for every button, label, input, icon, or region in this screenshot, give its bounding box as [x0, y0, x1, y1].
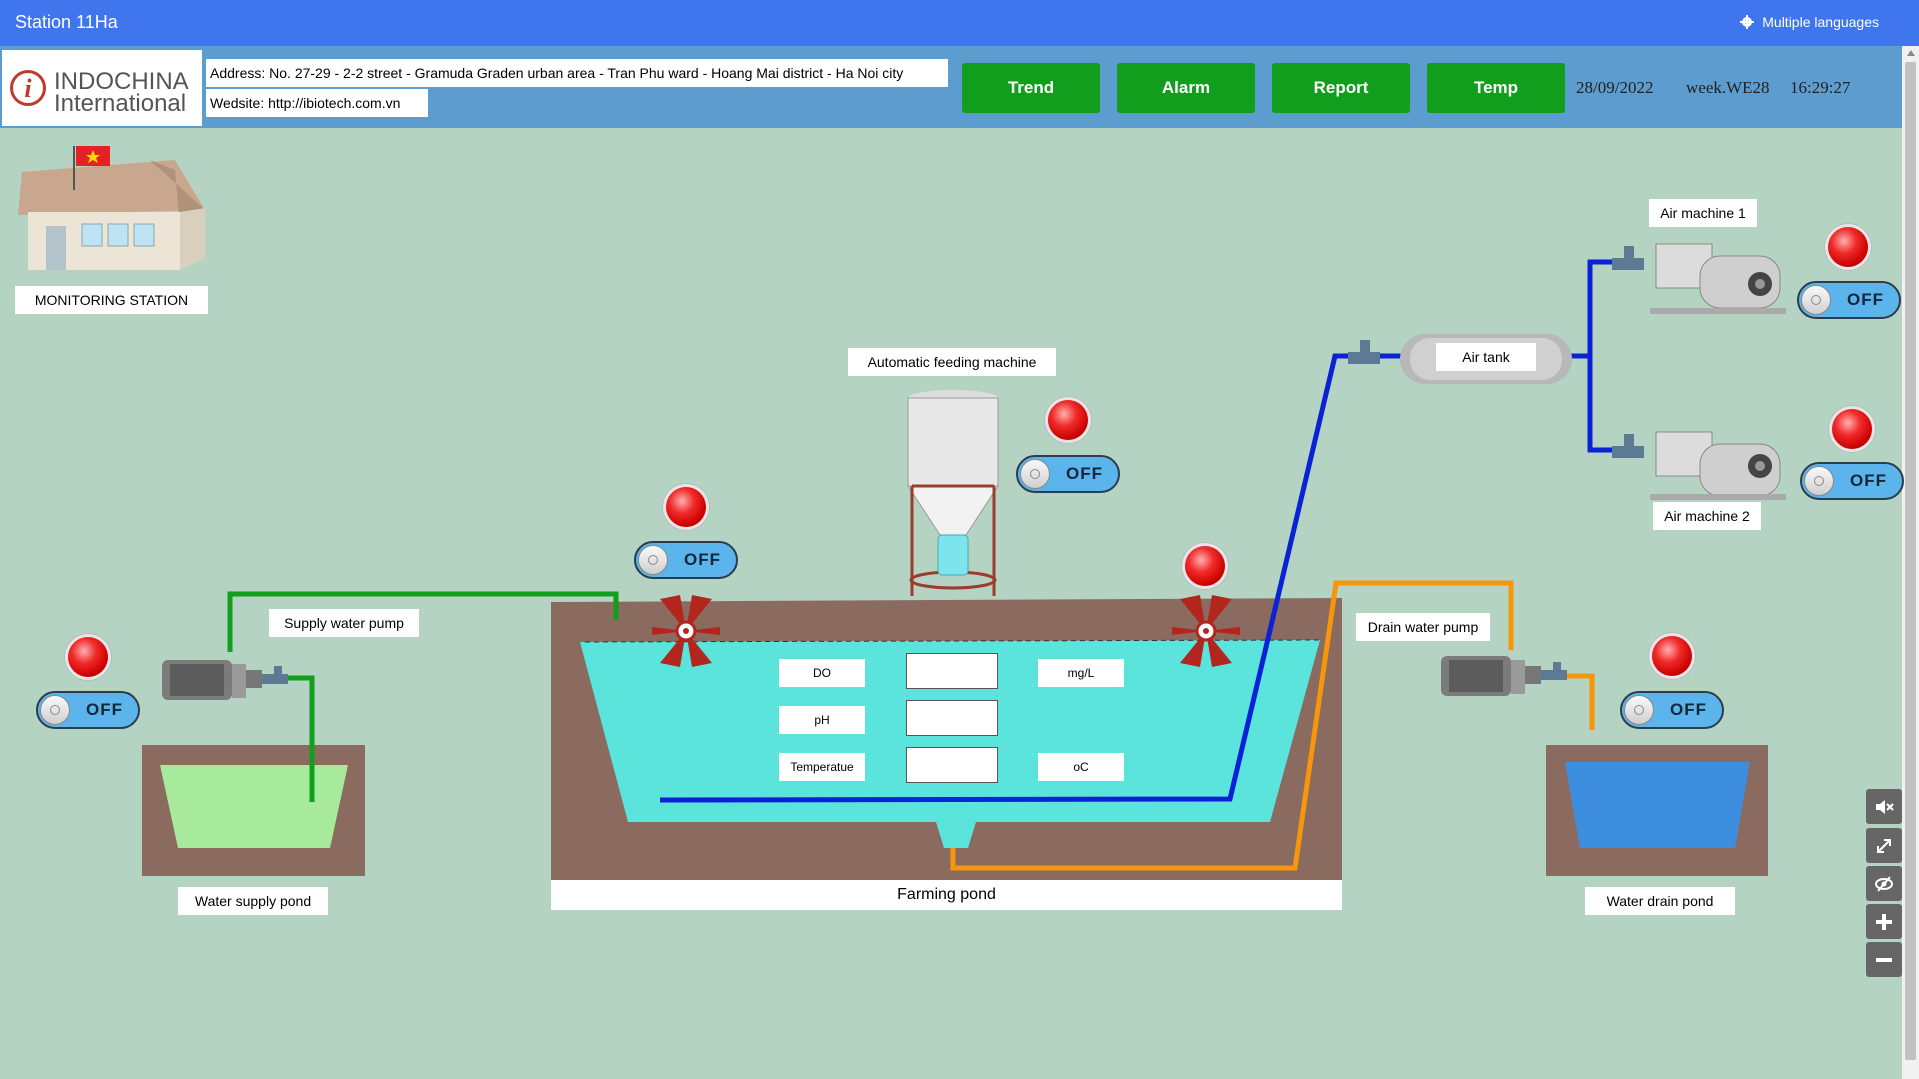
minus-icon — [1876, 958, 1892, 962]
drain-pump-switch[interactable]: OFF — [1620, 691, 1724, 729]
mute-icon — [1876, 800, 1894, 814]
temperature-unit-label: oC — [1038, 753, 1124, 781]
drain-pump-switch-state: OFF — [1670, 700, 1707, 719]
farming-pond-graphic — [551, 598, 1342, 880]
scroll-up-icon[interactable] — [1907, 50, 1915, 56]
air-machine-1-icon — [1612, 243, 1786, 314]
website-text: Wedsite: http://ibiotech.com.vn — [206, 89, 428, 117]
feeder-status-lamp — [1048, 400, 1088, 440]
vertical-scrollbar[interactable] — [1902, 46, 1919, 1079]
fullscreen-button[interactable] — [1866, 828, 1902, 863]
air-machine-2-label: Air machine 2 — [1653, 502, 1761, 530]
eye-icon — [1875, 876, 1893, 892]
switch-knob — [40, 695, 70, 725]
feeding-machine-label: Automatic feeding machine — [848, 348, 1056, 376]
language-label: Multiple languages — [1762, 14, 1879, 30]
switch-knob — [638, 545, 668, 575]
aerator-switch-state: OFF — [684, 550, 721, 569]
switch-knob — [1804, 466, 1834, 496]
aerator-switch[interactable]: OFF — [634, 541, 738, 579]
station-house-icon — [18, 146, 205, 270]
drain-pump-icon — [1441, 656, 1567, 696]
do-unit-label: mg/L — [1038, 659, 1124, 687]
logo-text-line2: International — [54, 90, 187, 117]
expand-icon — [1877, 839, 1891, 853]
air-branch-pipe-2 — [1587, 356, 1640, 453]
supply-pump-label: Supply water pump — [269, 609, 419, 637]
date-display: 28/09/2022 — [1576, 78, 1654, 97]
address-text: Address: No. 27-29 - 2-2 street - Gramud… — [206, 59, 948, 87]
company-logo: i INDOCHINA International — [2, 50, 202, 126]
air-machine-2-switch[interactable]: OFF — [1800, 462, 1904, 500]
switch-knob — [1801, 285, 1831, 315]
feeder-switch-state: OFF — [1066, 464, 1103, 483]
air-tank-valve-icon — [1348, 340, 1380, 364]
drain-pump-label: Drain water pump — [1356, 613, 1490, 641]
drain-pond-label: Water drain pond — [1585, 887, 1735, 915]
report-button[interactable]: Report — [1272, 63, 1410, 113]
switch-knob — [1624, 695, 1654, 725]
alarm-button[interactable]: Alarm — [1117, 63, 1255, 113]
station-title: Station 11Ha — [15, 12, 118, 32]
air-machine-1-status-lamp — [1828, 227, 1868, 267]
temp-button[interactable]: Temp — [1427, 63, 1565, 113]
air-machine-2-switch-state: OFF — [1850, 471, 1887, 490]
drain-pipe-outlet — [1540, 673, 1595, 730]
scrollbar-thumb[interactable] — [1905, 62, 1916, 1060]
aerator-status-lamp — [666, 487, 706, 527]
water-drain-pond-graphic — [1546, 745, 1768, 876]
supply-pump-status-lamp — [68, 637, 108, 677]
mute-button[interactable] — [1866, 789, 1902, 824]
ph-label: pH — [779, 706, 865, 734]
aerator-right-status-lamp — [1185, 546, 1225, 586]
temperature-label: Temperatue — [779, 753, 865, 781]
supply-pump-switch-state: OFF — [86, 700, 123, 719]
zoom-out-button[interactable] — [1866, 942, 1902, 977]
supply-pipe-outlet — [262, 675, 315, 802]
week-display: week.WE28 — [1686, 78, 1770, 97]
aerator-left-icon — [652, 595, 720, 667]
air-machine-1-switch[interactable]: OFF — [1797, 281, 1901, 319]
ph-value-box — [906, 700, 998, 736]
supply-pump-icon — [162, 660, 288, 700]
air-machine-1-switch-state: OFF — [1847, 290, 1884, 309]
drain-pump-status-lamp — [1652, 636, 1692, 676]
info-logo-icon: i — [10, 70, 46, 106]
feeding-silo-icon — [907, 390, 999, 596]
supply-pond-label: Water supply pond — [178, 887, 328, 915]
switch-knob — [1020, 459, 1050, 489]
farming-pond-label: Farming pond — [551, 880, 1342, 910]
language-selector[interactable]: Multiple languages — [1740, 14, 1879, 30]
do-label: DO — [779, 659, 865, 687]
air-machine-2-status-lamp — [1832, 409, 1872, 449]
plus-icon — [1876, 914, 1892, 930]
temperature-value-box — [906, 747, 998, 783]
zoom-in-button[interactable] — [1866, 904, 1902, 939]
logo-text-line1: INDOCHINA — [54, 68, 189, 95]
air-tank-label: Air tank — [1436, 343, 1536, 371]
visibility-button[interactable] — [1866, 866, 1902, 901]
do-value-box — [906, 653, 998, 689]
air-branch-pipe — [1570, 259, 1640, 359]
aerator-right-icon — [1172, 595, 1240, 667]
water-supply-pond-graphic — [142, 745, 365, 876]
gear-icon — [1740, 15, 1755, 29]
time-display: 16:29:27 — [1790, 78, 1851, 97]
app-title-bar: Station 11Ha Multiple languages — [0, 0, 1919, 46]
trend-button[interactable]: Trend — [962, 63, 1100, 113]
monitoring-station-label: MONITORING STATION — [15, 286, 208, 314]
air-pipe — [659, 353, 1405, 803]
air-machine-1-label: Air machine 1 — [1649, 199, 1757, 227]
air-machine-2-icon — [1612, 431, 1786, 500]
supply-pump-switch[interactable]: OFF — [36, 691, 140, 729]
feeder-switch[interactable]: OFF — [1016, 455, 1120, 493]
